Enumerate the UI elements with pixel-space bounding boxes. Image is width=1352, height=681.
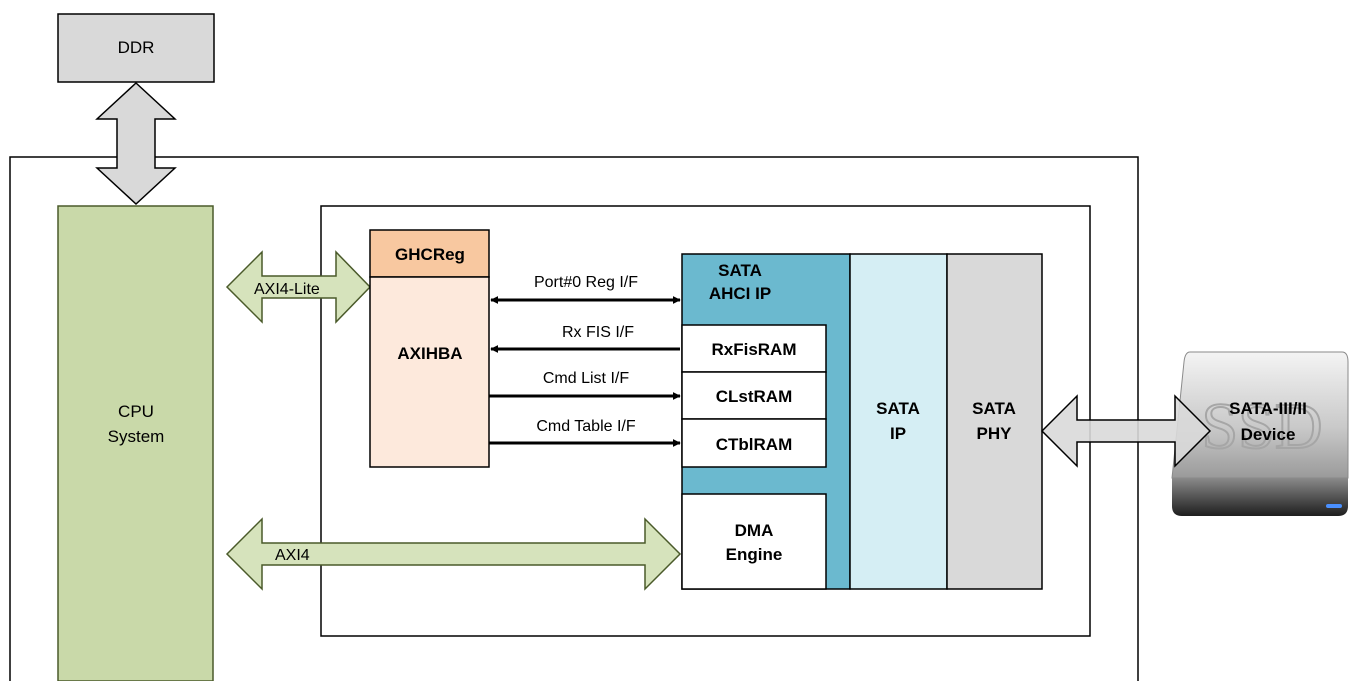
- dma-label-line2: Engine: [726, 545, 783, 564]
- sata-phy-label-line2: PHY: [977, 424, 1013, 443]
- axi4-lite-label: AXI4-Lite: [254, 281, 320, 298]
- ssd-side-shape: [1172, 478, 1348, 516]
- ddr-label: DDR: [118, 38, 155, 57]
- ddr-cpu-arrow: [95, 81, 177, 206]
- sata-phy-label-line1: SATA: [972, 399, 1016, 418]
- sata-ip-block: SATA IP: [849, 253, 948, 590]
- axi4-label: AXI4: [275, 547, 310, 564]
- axihba-label: AXIHBA: [397, 344, 462, 363]
- axihba-block: AXIHBA: [369, 276, 490, 468]
- cpu-label-line2: System: [108, 427, 165, 446]
- clstram-block: CLstRAM: [681, 371, 827, 420]
- cpu-label-line1: CPU: [118, 402, 154, 421]
- device-label-line2: Device: [1241, 425, 1296, 444]
- ssd-device: SSD: [1171, 351, 1349, 516]
- port0-reg-label: Port#0 Reg I/F: [534, 274, 638, 291]
- ssd-led-icon: [1326, 504, 1342, 508]
- clstram-label: CLstRAM: [716, 387, 793, 406]
- ctblram-label: CTblRAM: [716, 435, 792, 454]
- rxfisram-label: RxFisRAM: [711, 340, 796, 359]
- sata-ip-label-line1: SATA: [876, 399, 920, 418]
- dma-engine-block: DMA Engine: [681, 493, 827, 590]
- sata-ip-label-line2: IP: [890, 424, 906, 443]
- ahci-label-line1: SATA: [718, 261, 762, 280]
- ghcreg-label: GHCReg: [395, 245, 465, 264]
- rx-fis-label: Rx FIS I/F: [562, 324, 634, 341]
- ctblram-block: CTblRAM: [681, 418, 827, 468]
- axi4-arrow: [225, 517, 682, 591]
- ahci-label-line2: AHCI IP: [709, 284, 771, 303]
- phy-device-arrow: [1040, 394, 1212, 468]
- ssd-logo: SSD: [1201, 390, 1322, 463]
- dma-label-line1: DMA: [735, 521, 774, 540]
- ghcreg-block: GHCReg: [369, 229, 490, 278]
- ssd-top-shape: [1171, 351, 1349, 479]
- device-label-line1: SATA-III/II: [1229, 399, 1307, 418]
- sata-phy-block: SATA PHY: [946, 253, 1043, 590]
- rxfisram-block: RxFisRAM: [681, 324, 827, 373]
- cmd-list-label: Cmd List I/F: [543, 370, 629, 387]
- cmd-table-label: Cmd Table I/F: [536, 418, 636, 435]
- ddr-block: DDR: [57, 13, 215, 83]
- cpu-system-block: CPU System: [57, 205, 214, 681]
